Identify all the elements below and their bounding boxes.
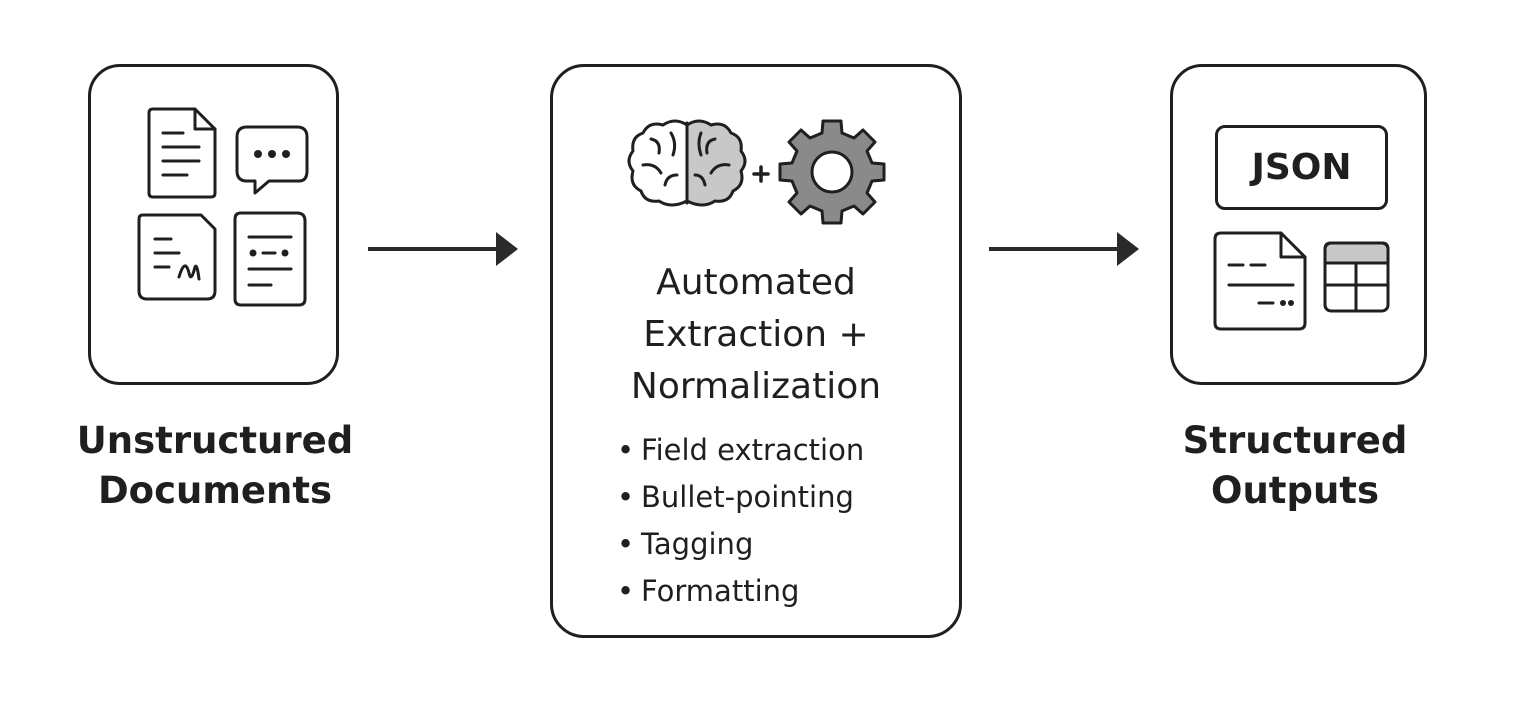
unstructured-docs-icons [137,107,309,307]
process-steps-list: Field extraction Bullet-pointing Tagging… [617,427,864,615]
title-line: Extraction + [643,314,869,355]
gear-icon [778,119,886,225]
arrow-right-icon [989,232,1139,266]
unstructured-documents-card [88,64,339,385]
brain-icon [627,119,747,207]
label-line: Unstructured [76,419,354,462]
list-item: Formatting [617,568,864,615]
title-line: Automated [656,262,856,303]
list-item: Bullet-pointing [617,474,864,521]
title-line: Normalization [630,366,882,407]
plus-icon [752,165,770,183]
text-document-icon [147,107,217,199]
extraction-normalization-card: Automated Extraction + Normalization Fie… [550,64,962,638]
list-document-icon [233,211,307,307]
form-document-icon [1213,231,1307,331]
list-item: Field extraction [617,427,864,474]
unstructured-documents-label: Unstructured Documents [50,416,380,516]
process-icons [627,119,886,225]
label-line: Structured [1182,419,1408,462]
signed-form-icon [137,213,217,301]
table-icon [1323,241,1390,313]
structured-outputs-card: JSON [1170,64,1427,385]
chat-bubble-icon [235,125,309,195]
arrow-right-icon [368,232,518,266]
list-item: Tagging [617,521,864,568]
label-line: Outputs [1210,469,1380,512]
structured-outputs-label: Structured Outputs [1140,416,1450,516]
process-title: Automated Extraction + Normalization [553,257,959,413]
output-icons [1213,231,1390,331]
label-line: Documents [97,469,333,512]
json-box-icon: JSON [1215,125,1388,210]
